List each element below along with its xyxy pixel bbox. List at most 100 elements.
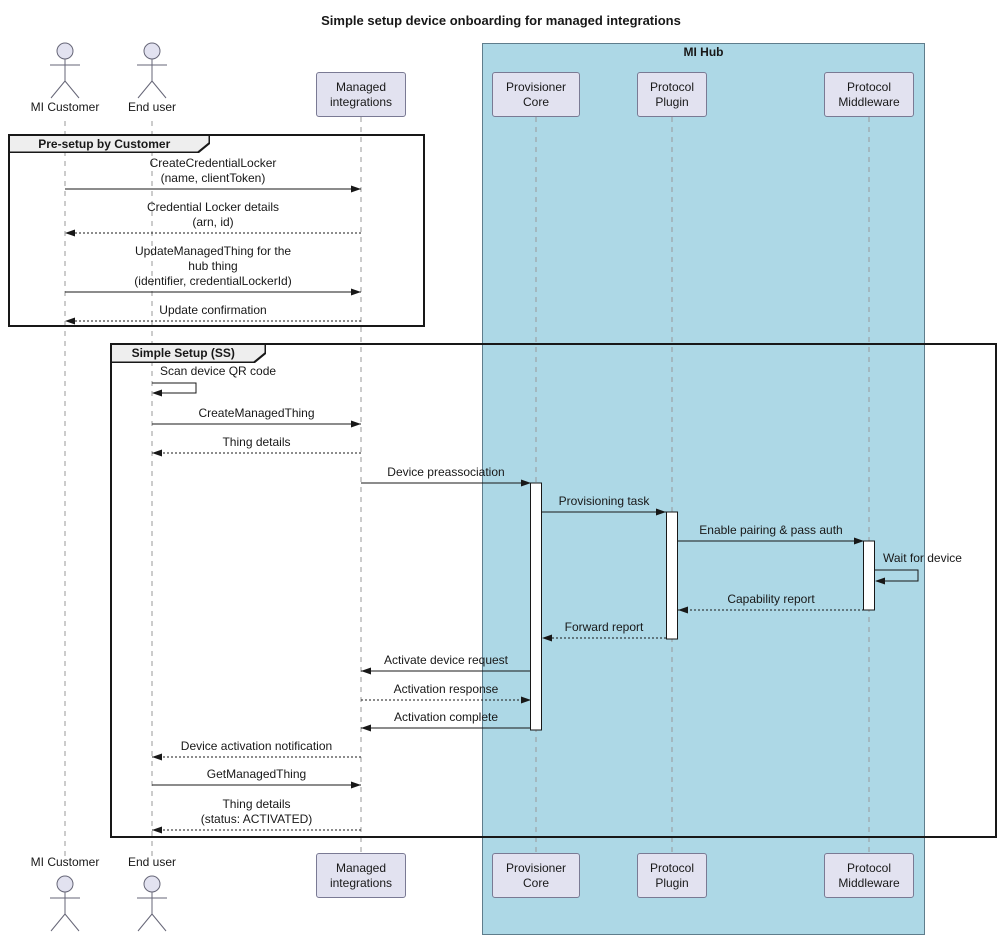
message-text: Activation response [286, 682, 606, 697]
message-text-line: CreateManagedThing [198, 406, 315, 420]
message-arrowhead [152, 389, 162, 397]
message-text-line: hub thing [188, 259, 238, 273]
participant-label: Core [522, 94, 549, 109]
participant-label: Protocol [649, 79, 695, 94]
message-text-line: Credential Locker details [146, 200, 280, 214]
message-text-line: (arn, id) [192, 215, 234, 229]
message-text-line: (identifier, credentialLockerId) [134, 274, 292, 288]
message-arrowhead [361, 667, 371, 675]
message-arrowhead [656, 508, 666, 516]
message-text-line: GetManagedThing [206, 767, 307, 781]
message-arrowhead [152, 449, 162, 457]
actor-figure-bottom-end_user-part [143, 875, 161, 893]
message-text: Credential Locker details(arn, id) [53, 200, 373, 230]
message-text: GetManagedThing [97, 767, 417, 782]
actor-label-top-end_user: End user [127, 100, 177, 114]
message-text-line: Scan device QR code [160, 364, 277, 378]
message-arrowhead [678, 606, 688, 614]
participant-label: Provisioner [505, 79, 567, 94]
mi-hub-box [482, 43, 925, 935]
actor-figure-bottom-mi_customer-part [64, 913, 80, 932]
actor-figure-top-mi_customer-part [56, 42, 74, 60]
message-text: Device activation notification [97, 739, 417, 754]
message-arrowhead [351, 420, 361, 428]
participant-label: Middleware [838, 875, 900, 890]
actor-figure-top-mi_customer [50, 42, 80, 99]
message-arrowhead [65, 229, 75, 237]
message-text-line: Activation complete [393, 710, 499, 724]
participant-label: integrations [329, 94, 393, 109]
frame-simple-setup-label: Simple Setup (SS) [112, 345, 266, 363]
message-text-line: Update confirmation [159, 303, 267, 317]
frame-presetup-label: Pre-setup by Customer [10, 136, 210, 153]
activation-bar-2 [863, 540, 875, 611]
participant-label: Provisioner [505, 860, 567, 875]
message-text: Capability report [611, 592, 931, 607]
participant-label: Protocol [846, 860, 892, 875]
message-text: Forward report [444, 620, 764, 635]
participant-label: Plugin [655, 94, 689, 109]
participant-label: Protocol [649, 860, 695, 875]
message-text-line: Capability report [727, 592, 815, 606]
message-text: Thing details [97, 435, 417, 450]
activation-bar-1 [666, 511, 678, 640]
message-text-line: Activation response [393, 682, 499, 696]
actor-label-top-mi_customer: MI Customer [30, 100, 100, 114]
message-text: Thing details(status: ACTIVATED) [97, 797, 417, 827]
frame-simple-setup [110, 343, 997, 838]
actor-figure-top-end_user [137, 42, 167, 99]
actor-figure-bottom-mi_customer-part [50, 913, 66, 932]
message-arrowhead [351, 288, 361, 296]
actor-figure-bottom-mi_customer [50, 875, 80, 932]
message-text: Wait for device [883, 551, 962, 566]
participant-label: Managed [335, 79, 387, 94]
actor-figure-bottom-end_user-part [137, 913, 153, 932]
frame-simple-setup-label-text: Simple Setup (SS) [131, 346, 235, 361]
message-arrowhead [152, 753, 162, 761]
message-text: Scan device QR code [160, 364, 276, 379]
frame-presetup-label-text: Pre-setup by Customer [38, 136, 171, 151]
participant-label: Plugin [655, 875, 689, 890]
actor-figure-top-end_user-part [137, 80, 153, 99]
message-text-line: Device preassociation [387, 465, 505, 479]
actor-label-bottom-mi_customer: MI Customer [30, 855, 100, 869]
participant-label: integrations [329, 875, 393, 890]
message-text-line: CreateCredentialLocker [149, 156, 277, 170]
message-text: CreateManagedThing [97, 406, 417, 421]
self-message-loop [152, 382, 197, 394]
message-text: Update confirmation [53, 303, 373, 318]
diagram-title: Simple setup device onboarding for manag… [321, 13, 681, 28]
message-text-line: Activate device request [383, 653, 509, 667]
message-arrowhead [875, 577, 885, 585]
actor-figure-bottom-mi_customer-part [56, 875, 74, 893]
message-arrowhead [854, 537, 864, 545]
message-text-line: (name, clientToken) [160, 171, 266, 185]
message-arrowhead [351, 781, 361, 789]
actor-figure-bottom-end_user-part [151, 913, 167, 932]
message-arrowhead [361, 724, 371, 732]
actor-figure-top-mi_customer-part [50, 80, 66, 99]
actor-figure-top-end_user-part [151, 80, 167, 99]
message-text-line: Thing details [222, 435, 291, 449]
mi-hub-label: MI Hub [683, 45, 724, 59]
message-text-line: Provisioning task [558, 494, 650, 508]
message-text: Enable pairing & pass auth [611, 523, 931, 538]
message-text-line: Forward report [564, 620, 644, 634]
message-text-line: UpdateManagedThing for the [134, 244, 292, 258]
message-arrowhead [152, 826, 162, 834]
participant-label: Core [522, 875, 549, 890]
message-arrowhead [521, 696, 531, 704]
message-text: Activation complete [286, 710, 606, 725]
activation-bar-0 [530, 482, 542, 731]
message-text: Provisioning task [444, 494, 764, 509]
message-arrowhead [521, 479, 531, 487]
message-arrowhead [65, 317, 75, 325]
